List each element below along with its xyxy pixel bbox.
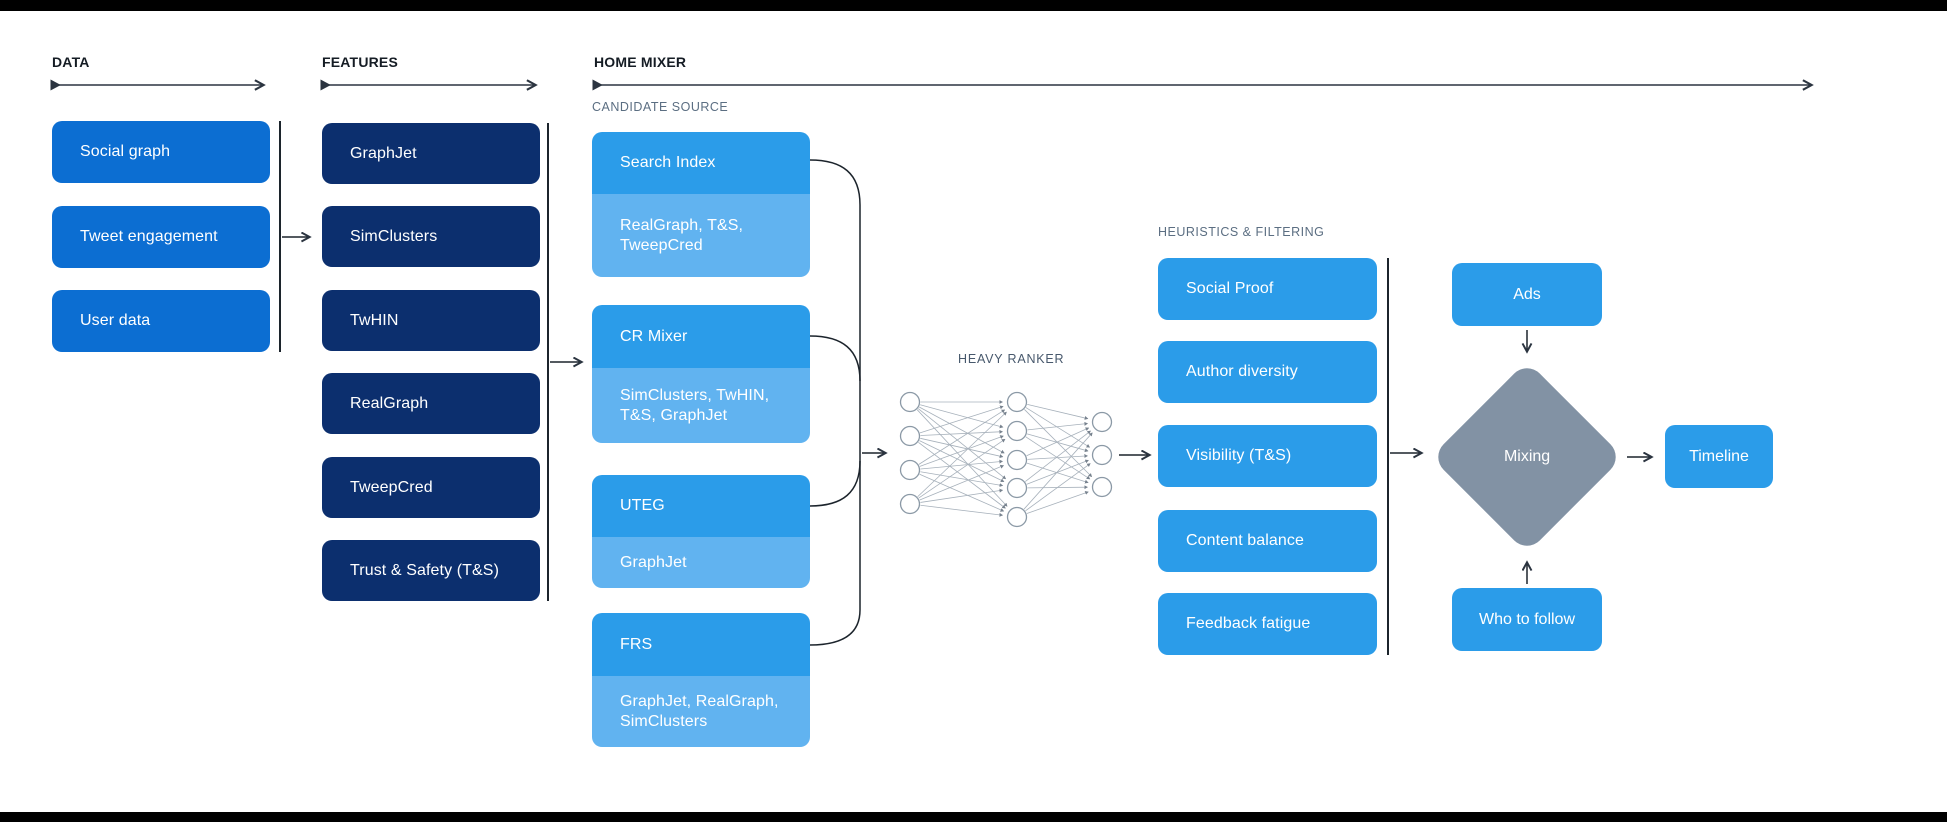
node-tweepcred: TweepCred	[322, 457, 540, 518]
node-cr-mixer: CR Mixer	[592, 305, 810, 368]
candidate-collector	[809, 159, 861, 646]
node-who-to-follow: Who to follow	[1452, 588, 1602, 651]
top-letterbox-bar	[0, 0, 1947, 11]
node-cr-mixer-inputs: SimClusters, TwHIN, T&S, GraphJet	[592, 368, 810, 443]
node-social-graph: Social graph	[52, 121, 270, 183]
node-visibility-ts: Visibility (T&S)	[1158, 425, 1377, 487]
node-feedback-fatigue: Feedback fatigue	[1158, 593, 1377, 655]
neural-node	[899, 391, 921, 413]
node-uteg-inputs: GraphJet	[592, 537, 810, 588]
node-social-proof: Social Proof	[1158, 258, 1377, 320]
node-user-data: User data	[52, 290, 270, 352]
mixing-diamond: Mixing	[1430, 360, 1624, 554]
section-label-home-mixer: HOME MIXER	[594, 54, 687, 70]
node-ads: Ads	[1452, 263, 1602, 326]
node-tweet-engagement: Tweet engagement	[52, 206, 270, 268]
node-timeline: Timeline	[1665, 425, 1773, 488]
neural-node	[899, 459, 921, 481]
section-label-candidate-source: CANDIDATE SOURCE	[592, 100, 729, 114]
section-label-data: DATA	[52, 54, 90, 70]
neural-node	[1091, 476, 1113, 498]
node-uteg: UTEG	[592, 475, 810, 537]
neural-node	[1091, 411, 1113, 433]
node-twhin: TwHIN	[322, 290, 540, 351]
section-label-heavy-ranker: HEAVY RANKER	[958, 352, 1065, 366]
node-graphjet: GraphJet	[322, 123, 540, 184]
bottom-letterbox-bar	[0, 812, 1947, 822]
node-search-index: Search Index	[592, 132, 810, 194]
neural-node	[1006, 420, 1028, 442]
section-label-heuristics-filtering: HEURISTICS & FILTERING	[1158, 225, 1325, 239]
node-frs-inputs: GraphJet, RealGraph, SimClusters	[592, 676, 810, 747]
node-realgraph: RealGraph	[322, 373, 540, 434]
neural-node	[1091, 444, 1113, 466]
node-simclusters: SimClusters	[322, 206, 540, 267]
node-author-diversity: Author diversity	[1158, 341, 1377, 403]
node-content-balance: Content balance	[1158, 510, 1377, 572]
neural-network-graphic	[899, 391, 1113, 528]
neural-node	[1006, 449, 1028, 471]
node-search-index-inputs: RealGraph, T&S, TweepCred	[592, 194, 810, 277]
section-label-features: FEATURES	[322, 54, 399, 70]
neural-node	[1006, 391, 1028, 413]
neural-node	[1006, 506, 1028, 528]
neural-node	[899, 493, 921, 515]
mixing-diamond-label: Mixing	[1503, 447, 1551, 465]
node-trust-safety: Trust & Safety (T&S)	[322, 540, 540, 601]
neural-node	[1006, 477, 1028, 499]
neural-node	[899, 425, 921, 447]
node-frs: FRS	[592, 613, 810, 676]
